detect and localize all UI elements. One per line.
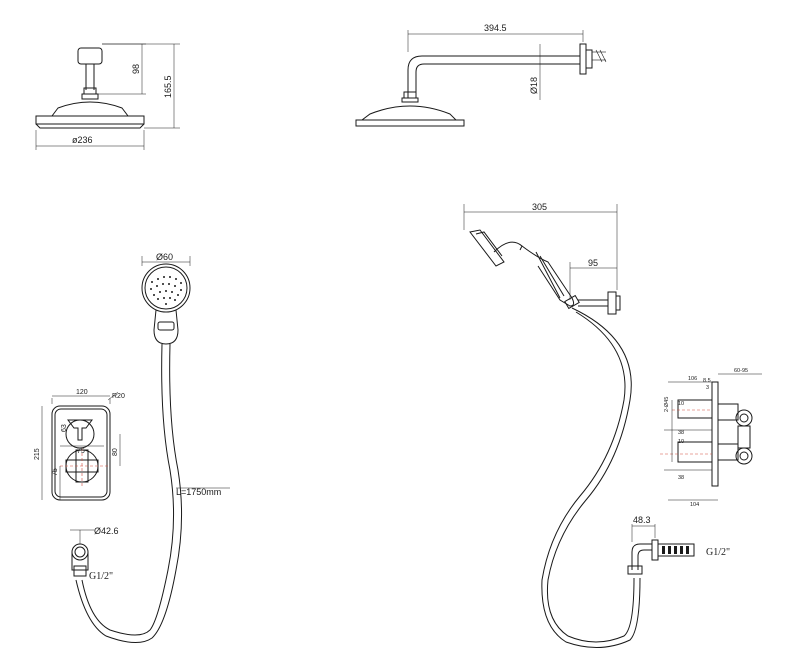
dim-diameter-236: ø236 (72, 135, 93, 145)
thermostatic-valve-front-view: 120 R20 215 63 80 75 75 (34, 389, 125, 501)
hand-shower-side-view: 305 95 (463, 202, 641, 649)
wall-outlet-front-view: Ø42.6 G1/2" (70, 526, 119, 582)
shower-head-front-view: 98 165.5 ø236 (35, 43, 180, 150)
dim-106: 106 (688, 376, 697, 382)
dim-305: 305 (532, 202, 547, 212)
thread-pattern (662, 546, 689, 554)
dim-60-95: 60-95 (734, 368, 748, 374)
dim-120: 120 (76, 389, 88, 396)
dim-diameter-18: Ø18 (529, 77, 539, 94)
dim-80: 80 (112, 448, 119, 456)
wall-elbow-side-view: 48.3 G1/2" (627, 515, 730, 575)
dim-diameter-60: Ø60 (156, 252, 173, 262)
dim-394: 394.5 (484, 23, 507, 33)
dim-3: 3 (706, 385, 709, 391)
dim-diameter-42: Ø42.6 (94, 526, 119, 536)
dim-radius-20: R20 (112, 393, 125, 400)
dim-8-5: 8.5 (703, 378, 711, 384)
dim-48-3: 48.3 (633, 515, 651, 525)
outlet-thread-label: G1/2" (89, 571, 113, 582)
dim-63: 63 (61, 424, 68, 432)
spray-nozzle-dots (150, 276, 182, 305)
dim-75-vertical: 75 (52, 468, 59, 476)
dim-165: 165.5 (163, 75, 173, 98)
hand-shower-front-view: Ø60 L=1750mm (75, 252, 230, 643)
dim-10-top: 10 (678, 401, 684, 407)
dim-38-top: 38 (678, 430, 684, 436)
dim-75: 75 (77, 448, 85, 455)
hose-length-label: L=1750mm (176, 487, 221, 497)
elbow-thread-label: G1/2" (706, 547, 730, 558)
dim-215: 215 (34, 448, 41, 460)
dim-38-bottom: 38 (678, 475, 684, 481)
dim-10-bottom: 10 (678, 439, 684, 445)
thermostatic-valve-side-view: 106 60-95 2-Ø45 8.5 3 10 38 10 38 104 (660, 368, 762, 508)
dim-2-diameter-45: 2-Ø45 (664, 397, 670, 412)
dim-104: 104 (690, 502, 699, 508)
dim-98: 98 (131, 64, 141, 74)
dim-95: 95 (588, 258, 598, 268)
shower-arm-side-view: 394.5 Ø18 (355, 23, 607, 127)
